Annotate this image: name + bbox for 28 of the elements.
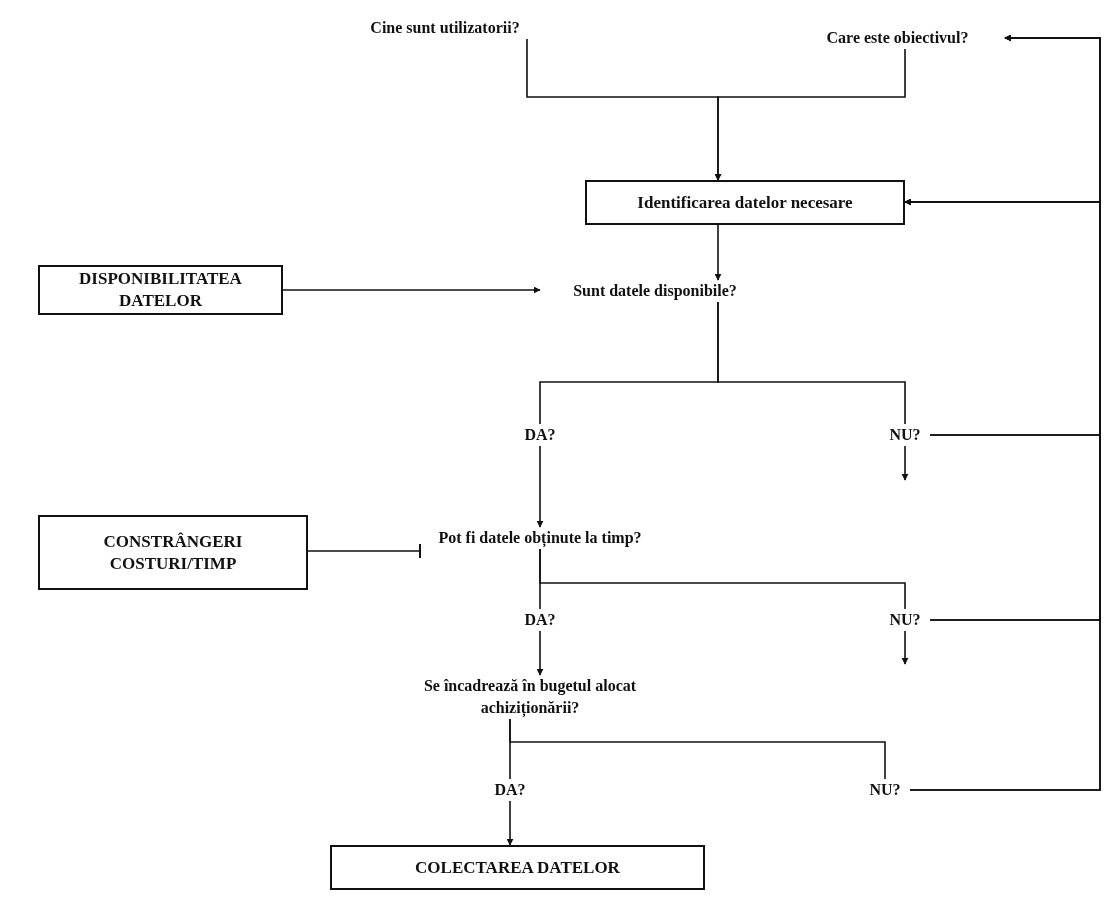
process-box: Identificarea datelor necesare (585, 180, 905, 225)
question-text: NU? (880, 609, 930, 631)
question-text: Se încadrează în bugetul alocat achiziționării? (380, 675, 680, 719)
question-text: DA? (515, 609, 565, 631)
arrow (901, 445, 909, 481)
arrow (282, 286, 541, 294)
question-text: Sunt datele disponibile? (540, 280, 770, 302)
question-text: DA? (485, 779, 535, 801)
question-text: NU? (880, 424, 930, 446)
arrow (506, 800, 514, 846)
question-text: Care este obiectivul? (790, 27, 1005, 49)
connector-line (509, 718, 886, 780)
arrow (536, 445, 544, 528)
process-box: COLECTAREA DATELOR (330, 845, 705, 890)
bar-end-line (307, 543, 421, 559)
arrow (901, 630, 909, 665)
arrow (714, 48, 906, 181)
process-box: CONSTRÂNGERI COSTURI/TIMP (38, 515, 308, 590)
question-text: Cine sunt utilizatorii? (350, 17, 540, 39)
question-text: Pot fi datele obținute la timp? (420, 527, 660, 549)
arrow (536, 630, 544, 676)
connector-line (539, 548, 906, 610)
process-box: DISPONIBILITATEA DATELOR (38, 265, 283, 315)
question-text: DA? (515, 424, 565, 446)
question-text: NU? (860, 779, 910, 801)
connector-line (717, 301, 906, 425)
arrow (909, 34, 1101, 791)
arrow (714, 224, 722, 281)
